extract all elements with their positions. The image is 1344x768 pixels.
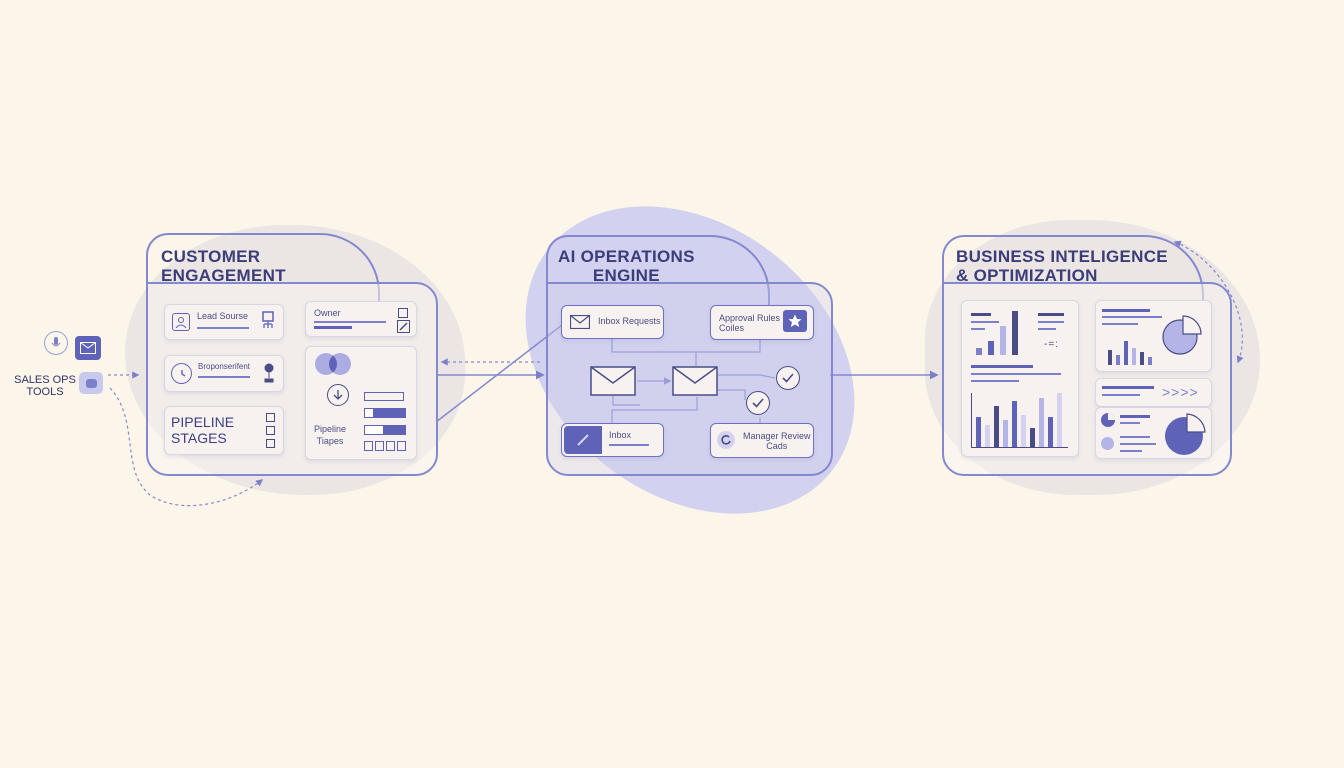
owner-card[interactable]: Owner (305, 301, 417, 337)
chart-bar (1012, 401, 1017, 447)
chart-bar (985, 425, 990, 447)
checkbox-icon[interactable] (398, 308, 408, 318)
chart-bar (1003, 420, 1008, 447)
bi-summary-card[interactable] (1095, 300, 1212, 372)
chart-bar (1030, 428, 1035, 447)
inbox-label: Inbox (609, 430, 632, 440)
bar-chart-c (976, 393, 1066, 447)
edit-icon[interactable] (397, 320, 410, 333)
pipeline-stages-label: PIPELINE STAGES (171, 414, 235, 446)
chart-bar (976, 348, 982, 355)
pie-chart-icon (1165, 413, 1206, 455)
inbox-tool-icon (564, 426, 602, 454)
clock-icon (171, 363, 192, 384)
check-circle-icon (776, 366, 800, 390)
mini-pie-icon (1101, 413, 1115, 427)
response-card[interactable]: Broponserifent (164, 355, 284, 392)
chat-icon[interactable] (79, 372, 103, 394)
approval-rules-card[interactable]: Approval Rules Coiles (710, 305, 814, 340)
chart-bar (1021, 415, 1026, 447)
approval-rules-label: Approval Rules Coiles (719, 313, 781, 333)
star-icon (783, 310, 807, 332)
chart-bar (994, 406, 999, 447)
dot-icon (1101, 437, 1114, 450)
customer-panel-title: CUSTOMER ENGAGEMENT (161, 247, 286, 285)
lead-source-card[interactable]: Lead Sourse (164, 304, 284, 340)
chart-bar (1116, 355, 1120, 365)
bi-pie-card[interactable] (1095, 407, 1212, 459)
chart-bar (1048, 417, 1053, 447)
checkbox-icon[interactable] (266, 413, 275, 422)
pipeline-stages-card[interactable]: PIPELINE STAGES (164, 406, 284, 455)
bi-progress-card[interactable]: >>>> (1095, 378, 1212, 407)
download-icon (327, 384, 349, 406)
pie-chart-icon (1162, 315, 1202, 355)
inbox-requests-label: Inbox Requests (598, 316, 661, 326)
chart-bar (1039, 398, 1044, 447)
chart-bar (1124, 341, 1128, 365)
chart-bar (1012, 311, 1018, 355)
bar-chart-a (976, 309, 1036, 355)
chart-bar (976, 417, 981, 447)
chart-bar (1108, 350, 1112, 365)
bi-dashboard-card[interactable]: -=: (961, 300, 1079, 457)
envelope-icon (590, 366, 636, 396)
mail-icon (570, 315, 590, 329)
envelope-icon (672, 366, 718, 396)
ai-panel-title: AI OPERATIONS ENGINE (558, 247, 695, 285)
checkbox-icon[interactable] (266, 439, 275, 448)
chart-bar (1057, 393, 1062, 447)
chart-bar (988, 341, 994, 355)
manager-review-card[interactable]: Manager Review Cads (710, 423, 814, 458)
sales-ops-label: SALES OPS TOOLS (14, 374, 76, 398)
equals-sign: -=: (1044, 339, 1059, 350)
chart-bar (1000, 326, 1006, 355)
microphone-icon (44, 331, 68, 355)
venn-icon (315, 353, 351, 375)
inbox-card[interactable]: Inbox (561, 423, 664, 457)
lead-source-label: Lead Sourse (197, 311, 249, 321)
network-icon (261, 311, 275, 329)
person-pin-icon (263, 362, 275, 384)
mail-icon[interactable] (75, 336, 101, 360)
refresh-icon (717, 431, 735, 449)
checkbox-icon[interactable] (266, 426, 275, 435)
bi-panel-title: BUSINESS INTELIGENCE & OPTIMIZATION (956, 247, 1168, 285)
bar-chart-b (1108, 337, 1168, 365)
pipeline-tiapes-card[interactable]: Pipeline Tiapes (305, 346, 417, 460)
chart-bar (1140, 352, 1144, 365)
chart-bar (1132, 348, 1136, 365)
user-icon (172, 313, 190, 331)
check-circle-icon (746, 391, 770, 415)
chart-bar (1148, 357, 1152, 365)
chevrons-icon: >>>> (1162, 384, 1199, 400)
inbox-requests-card[interactable]: Inbox Requests (561, 305, 664, 339)
response-label: Broponserifent (198, 362, 251, 371)
bar-chart-c-axis (971, 393, 1068, 448)
manager-review-label: Manager Review Cads (743, 431, 811, 451)
owner-label: Owner (314, 308, 341, 318)
pipeline-tiapes-label: Pipeline Tiapes (314, 424, 347, 446)
